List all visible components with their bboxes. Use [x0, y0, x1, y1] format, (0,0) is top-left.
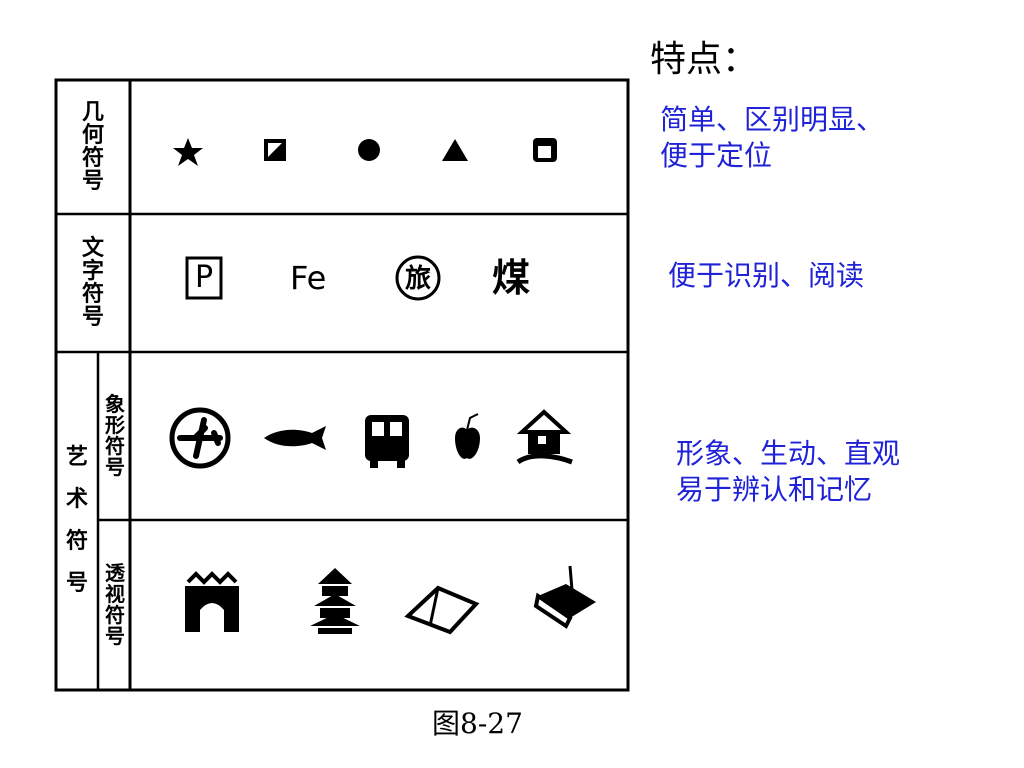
label-char: 号: [105, 455, 125, 479]
iron-symbol: Fe: [290, 259, 327, 297]
row-label-text: 文字符号: [60, 218, 126, 348]
label-char: 形: [105, 413, 125, 437]
text-feature-line-1: 便于识别、阅读: [668, 259, 865, 292]
row-label-pictographic: 象形符号: [100, 356, 130, 516]
label-char: 何: [81, 121, 104, 148]
row-label-art: 艺术符号: [58, 356, 96, 686]
label-char: 文: [81, 234, 104, 261]
label-char: 符: [105, 434, 125, 458]
row-label-geometric: 几何符号: [60, 84, 126, 210]
square-half-icon: [264, 139, 286, 161]
rounded-square-icon: [533, 138, 557, 162]
label-char: 视: [105, 582, 125, 606]
art-feature-note: 形象、生动、直观 易于辨认和记忆: [676, 436, 900, 508]
city-gate-icon: [185, 571, 239, 632]
parking-symbol-frame: [185, 256, 223, 300]
house-icon: [516, 409, 573, 465]
fish-icon: [264, 426, 326, 450]
geometric-feature-line-2: 便于定位: [660, 139, 773, 172]
geometric-feature-note: 简单、区别明显、 便于定位: [660, 102, 884, 174]
label-char: 符: [105, 603, 125, 627]
triangle-icon: [442, 139, 468, 161]
label-char: 透: [105, 561, 125, 585]
radio-icon: [533, 565, 596, 629]
travel-symbol-frame: [395, 255, 441, 301]
row-label-perspective: 透视符号: [100, 524, 130, 686]
star-icon: [173, 138, 203, 166]
coal-symbol: 煤: [492, 256, 531, 300]
features-title: 特点：: [650, 39, 759, 80]
label-char: 号: [105, 624, 125, 648]
pagoda-icon: [310, 568, 360, 634]
apple-icon: [455, 413, 480, 459]
figure-caption: 图8-27: [432, 707, 523, 740]
airport-icon: [169, 407, 231, 469]
label-char: 符: [81, 145, 104, 171]
label-char: 号: [81, 168, 104, 195]
label-char: 术: [65, 486, 88, 513]
label-char: 象: [105, 392, 125, 416]
tent-icon: [404, 585, 480, 635]
label-char: 艺: [65, 444, 88, 471]
text-feature-note: 便于识别、阅读: [668, 258, 864, 294]
label-char: 符: [81, 281, 104, 307]
label-char: 号: [81, 304, 104, 331]
label-char: 字: [81, 257, 104, 284]
travel-symbol: 旅: [404, 264, 431, 294]
table-border: [54, 78, 630, 692]
bus-icon: [365, 415, 409, 468]
art-feature-line-2: 易于辨认和记忆: [676, 473, 873, 506]
parking-symbol: P: [194, 260, 214, 295]
label-char: 号: [65, 569, 88, 596]
label-char: 几: [81, 98, 104, 125]
circle-icon: [358, 139, 380, 161]
geometric-feature-line-1: 简单、区别明显、: [660, 103, 885, 136]
label-char: 符: [65, 528, 88, 554]
art-feature-line-1: 形象、生动、直观: [676, 437, 901, 470]
